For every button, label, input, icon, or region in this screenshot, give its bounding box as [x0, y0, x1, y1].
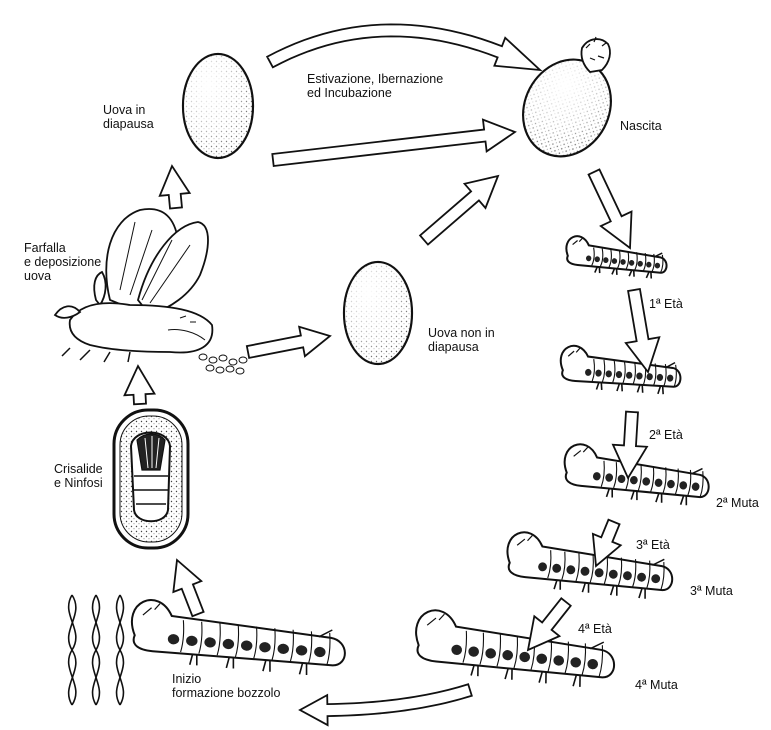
- label-farfalla-line3: uova: [24, 269, 101, 283]
- egg-non-diapause: [344, 262, 412, 364]
- arrow-cocoon-to-pupa: [173, 560, 203, 616]
- label-muta-3-text: 3ª Muta: [690, 584, 733, 598]
- label-inizio-line1: Inizio: [172, 672, 280, 686]
- label-crisalide-line2: e Ninfosi: [54, 476, 103, 490]
- label-inizio-bozzolo: Inizio formazione bozzolo: [172, 672, 280, 700]
- label-eta-3-text: 3ª Età: [636, 538, 670, 552]
- arrow-egg-to-hatching: [420, 176, 498, 245]
- label-eta-2-text: 2ª Età: [649, 428, 683, 442]
- label-eta-4-text: 4ª Età: [578, 622, 612, 636]
- label-uova-diapausa-line2: diapausa: [103, 117, 154, 131]
- larva-stage-2: [559, 345, 682, 395]
- cocoon-pupa-illustration: [114, 410, 188, 548]
- arrow-moth-to-egg: [247, 327, 330, 358]
- label-estivazione-line1: Estivazione, Ibernazione: [307, 72, 443, 86]
- label-nascita-text: Nascita: [620, 119, 662, 133]
- silk-threads: [69, 595, 124, 705]
- larva-stage-5: [412, 608, 618, 690]
- label-nascita: Nascita: [620, 119, 662, 133]
- label-farfalla: Farfalla e deposizione uova: [24, 241, 101, 283]
- label-eta-1: 1ª Età: [649, 297, 683, 311]
- label-uova-non-line2: diapausa: [428, 340, 495, 354]
- arrow-to-hatching-middle: [272, 120, 515, 166]
- label-uova-diapausa-line1: Uova in: [103, 103, 154, 117]
- label-farfalla-line2: e deposizione: [24, 255, 101, 269]
- label-eta-2: 2ª Età: [649, 428, 683, 442]
- label-crisalide-line1: Crisalide: [54, 462, 103, 476]
- moth-illustration: [55, 209, 212, 362]
- label-muta-4-text: 4ª Muta: [635, 678, 678, 692]
- label-muta-3: 3ª Muta: [690, 584, 733, 598]
- label-uova-diapausa: Uova in diapausa: [103, 103, 154, 131]
- label-muta-2: 2ª Muta: [716, 496, 759, 510]
- label-eta-4: 4ª Età: [578, 622, 612, 636]
- label-muta-4: 4ª Muta: [635, 678, 678, 692]
- label-farfalla-line1: Farfalla: [24, 241, 101, 255]
- arrow-moth-to-diapause-egg: [160, 166, 190, 209]
- laid-eggs: [199, 354, 247, 374]
- label-eta-3: 3ª Età: [636, 538, 670, 552]
- larva-stage-1: [564, 235, 669, 280]
- arrow-larva5-to-cocoon: [300, 684, 472, 725]
- label-uova-non-diapausa: Uova non in diapausa: [428, 326, 495, 354]
- label-uova-non-line1: Uova non in: [428, 326, 495, 340]
- label-estivazione-line2: ed Incubazione: [307, 86, 443, 100]
- label-crisalide: Crisalide e Ninfosi: [54, 462, 103, 490]
- label-muta-2-text: 2ª Muta: [716, 496, 759, 510]
- label-estivazione: Estivazione, Ibernazione ed Incubazione: [307, 72, 443, 100]
- label-inizio-line2: formazione bozzolo: [172, 686, 280, 700]
- egg-diapause: [183, 54, 253, 158]
- arrow-pupa-to-moth: [125, 366, 155, 404]
- arrow-to-hatching-top: [267, 24, 540, 70]
- arrow-hatching-to-larva1: [589, 169, 632, 248]
- label-eta-1-text: 1ª Età: [649, 297, 683, 311]
- larva-spinning-cocoon: [129, 598, 349, 678]
